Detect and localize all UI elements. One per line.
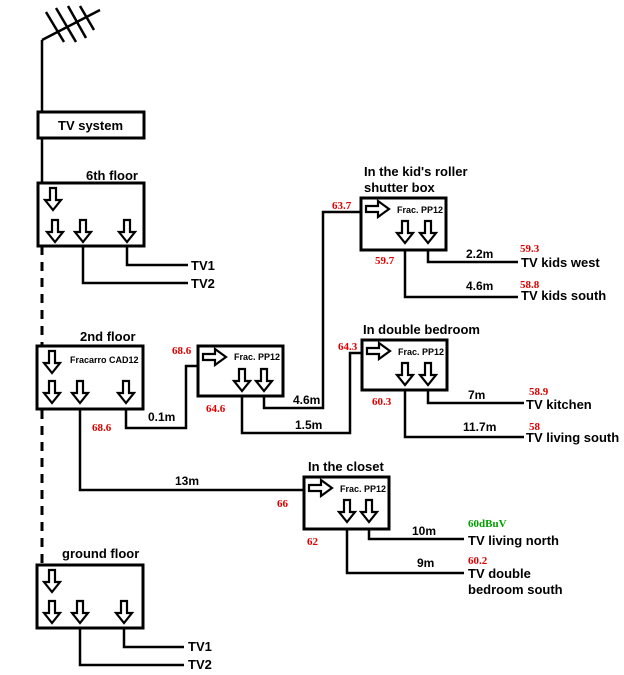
sixth-floor-output-arrow-icon	[116, 218, 138, 244]
second-floor-output-arrow-icon	[41, 379, 63, 405]
cable-4-6m-label: 4.6m	[293, 393, 320, 407]
kids-splitter-output-arrow-icon	[394, 219, 416, 245]
ground-tv2-label: TV2	[188, 657, 212, 672]
kids-splitter-title-line2: shutter box	[364, 180, 436, 195]
ground-floor-title: ground floor	[62, 546, 139, 561]
second-floor-device-label: Fracarro CAD12	[70, 355, 139, 365]
closet-splitter-title: In the closet	[308, 459, 385, 474]
cable-kitchen-label: 7m	[468, 388, 485, 402]
double-south-level: 60.2	[468, 555, 488, 567]
kids-splitter-in-level: 63.7	[332, 200, 352, 212]
double-splitter-output-arrow-icon	[394, 361, 416, 387]
kids-splitter-title-line1: In the kid's roller	[364, 164, 468, 179]
kids-south-outlet-label: TV kids south	[521, 288, 606, 303]
closet-splitter-input-arrow-icon	[307, 477, 334, 499]
kids-splitter-input-arrow-icon	[364, 198, 391, 220]
kitchen-level: 58.9	[529, 386, 549, 398]
ground-floor-input-arrow-icon	[41, 568, 63, 594]
kids-south-level: 58.8	[520, 279, 540, 291]
cable-living-south-label: 11.7m	[463, 420, 496, 434]
living-north-level: 60dBuV	[468, 518, 507, 530]
kids-splitter-output-arrow-icon	[417, 219, 439, 245]
ground-floor-output-arrow-icon	[113, 599, 135, 625]
living-south-outlet-label: TV living south	[526, 430, 619, 445]
second-floor-out-level: 68.6	[92, 422, 112, 434]
hall-splitter-device-label: Frac. PP12	[234, 352, 280, 362]
antenna-icon	[40, 5, 101, 112]
double-splitter-in-level: 64.3	[338, 341, 358, 353]
sixth-tv1-label: TV1	[191, 258, 215, 273]
cable-0-1m-label: 0.1m	[148, 410, 175, 424]
closet-splitter-out-level: 62	[307, 536, 319, 548]
kids-splitter-out-level: 59.7	[375, 255, 395, 267]
ground-tv1-label: TV1	[188, 639, 212, 654]
cable-double-south-label: 9m	[417, 556, 434, 570]
kids-splitter-device-label: Frac. PP12	[397, 205, 443, 215]
sixth-floor-title: 6th floor	[86, 168, 138, 183]
closet-splitter-output-arrow-icon	[336, 498, 358, 524]
kitchen-outlet-label: TV kitchen	[526, 397, 592, 412]
hall-splitter-output-arrow-icon	[253, 367, 275, 393]
closet-splitter-output-arrow-icon	[358, 498, 380, 524]
cable-13m-label: 13m	[175, 474, 199, 488]
sixth-floor-input-arrow-icon	[42, 186, 64, 212]
double-south-outlet-label-line1: TV double	[468, 566, 531, 581]
living-south-level: 58	[529, 421, 541, 433]
hall-splitter-output-arrow-icon	[231, 367, 253, 393]
tv-system-label: TV system	[58, 118, 123, 133]
cable-living-north-label: 10m	[412, 524, 436, 538]
tv-system-box	[36, 110, 146, 140]
sixth-floor-output-arrow-icon	[44, 218, 66, 244]
hall-splitter-out-level: 64.6	[206, 403, 226, 415]
double-splitter-device-label: Frac. PP12	[398, 347, 444, 357]
double-splitter-title: In double bedroom	[363, 322, 480, 337]
sixth-floor-output-arrow-icon	[72, 218, 94, 244]
double-splitter-out-level: 60.3	[372, 396, 392, 408]
double-splitter-output-arrow-icon	[417, 361, 439, 387]
double-splitter-input-arrow-icon	[365, 340, 392, 362]
second-floor-output-arrow-icon	[115, 379, 137, 405]
sixth-tv2-label: TV2	[191, 276, 215, 291]
closet-splitter-in-level: 66	[277, 498, 289, 510]
cable-1-5m-label: 1.5m	[295, 418, 322, 432]
ground-floor-output-arrow-icon	[69, 599, 91, 625]
cable-kids-west-label: 2.2m	[466, 247, 493, 261]
second-floor-input-arrow-icon	[41, 349, 63, 375]
hall-splitter-in-level: 68.6	[172, 345, 192, 357]
second-floor-title: 2nd floor	[80, 329, 136, 344]
second-floor-output-arrow-icon	[69, 379, 91, 405]
living-north-outlet-label: TV living north	[468, 533, 559, 548]
hall-splitter-input-arrow-icon	[201, 346, 228, 368]
kids-west-outlet-label: TV kids west	[521, 255, 600, 270]
ground-floor-output-arrow-icon	[41, 599, 63, 625]
cable-kids-south-label: 4.6m	[466, 279, 493, 293]
double-south-outlet-label-line2: bedroom south	[468, 582, 563, 597]
kids-west-level: 59.3	[520, 243, 540, 255]
closet-splitter-device-label: Frac. PP12	[340, 484, 386, 494]
